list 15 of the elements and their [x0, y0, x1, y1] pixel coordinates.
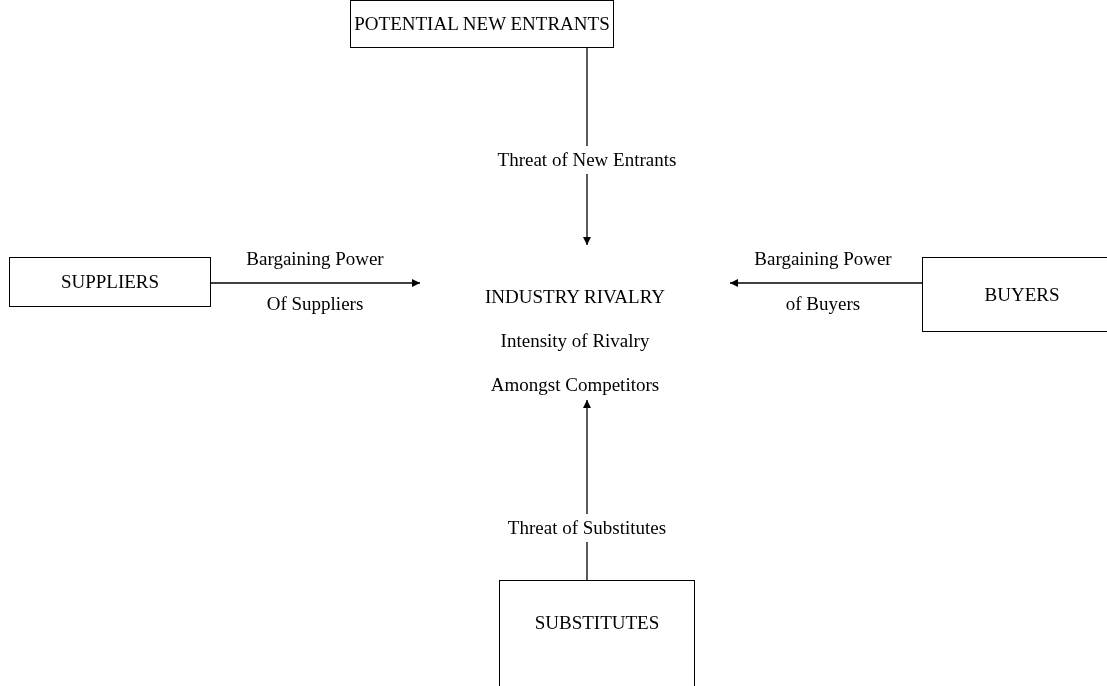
arrow: [729, 279, 923, 287]
edge-label: Bargaining Power of Buyers: [753, 247, 893, 316]
process-box: [922, 257, 1107, 332]
node-heading: INDUSTRY RIVALRY: [485, 285, 665, 309]
node-label: SUPPLIERS: [60, 270, 160, 294]
node-label: POTENTIAL NEW ENTRANTS: [354, 12, 610, 36]
node-text: Intensity of Rivalry: [500, 329, 650, 353]
edge-label: Bargaining Power Of Suppliers: [245, 247, 385, 316]
arrow: [210, 279, 421, 287]
node-text: Amongst Competitors: [490, 373, 660, 397]
process-box: [9, 257, 211, 307]
process-box: [499, 580, 695, 686]
process-box: [350, 0, 614, 48]
node-label: BUYERS: [984, 282, 1060, 307]
node-label: SUBSTITUTES: [534, 611, 660, 635]
